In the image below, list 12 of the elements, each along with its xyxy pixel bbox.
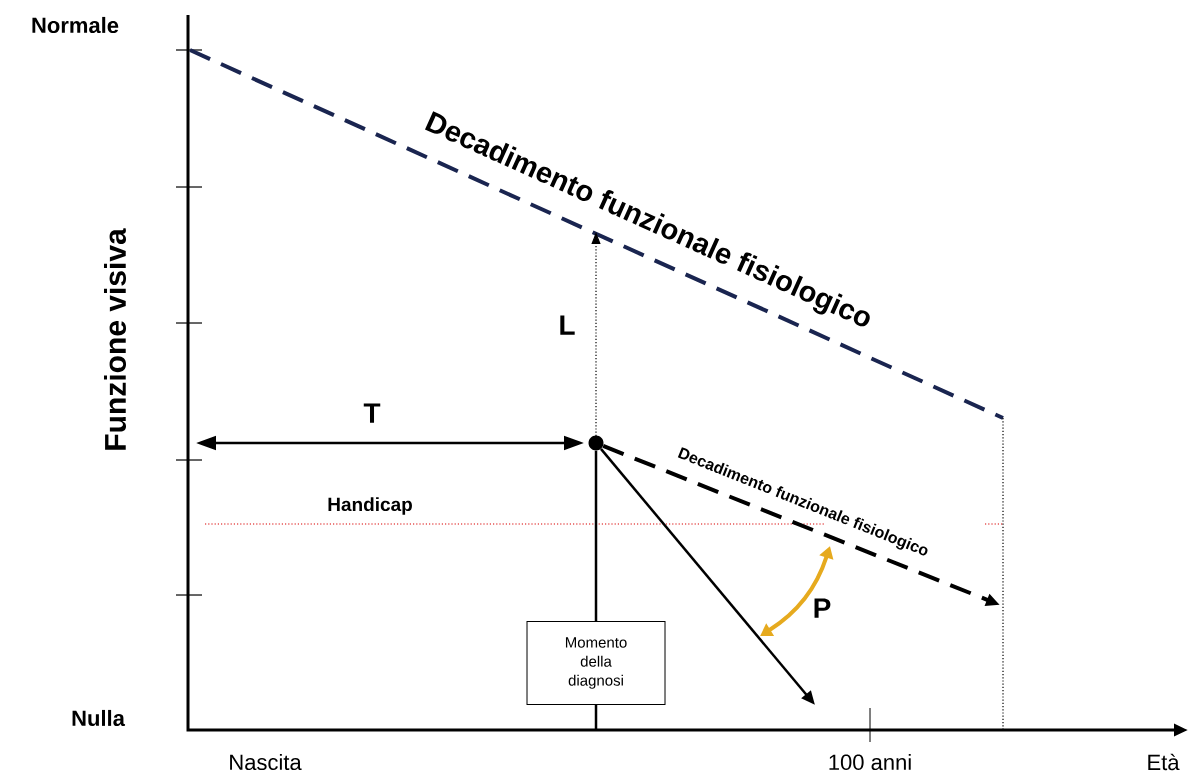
text: Nulla (72, 709, 126, 727)
text: T (363, 403, 381, 423)
text: L (560, 315, 575, 335)
text: Normale (32, 16, 119, 34)
text: P (814, 598, 831, 618)
text: Handicap (328, 497, 412, 515)
dot (588, 435, 604, 451)
axis-label: Nascita (230, 753, 302, 771)
axis-label: Età (1148, 753, 1180, 771)
axis-title: Funzione visiva (104, 228, 126, 450)
text-box: Momento della diagnosi (526, 621, 666, 705)
axis-label: 100 anni (829, 753, 911, 771)
